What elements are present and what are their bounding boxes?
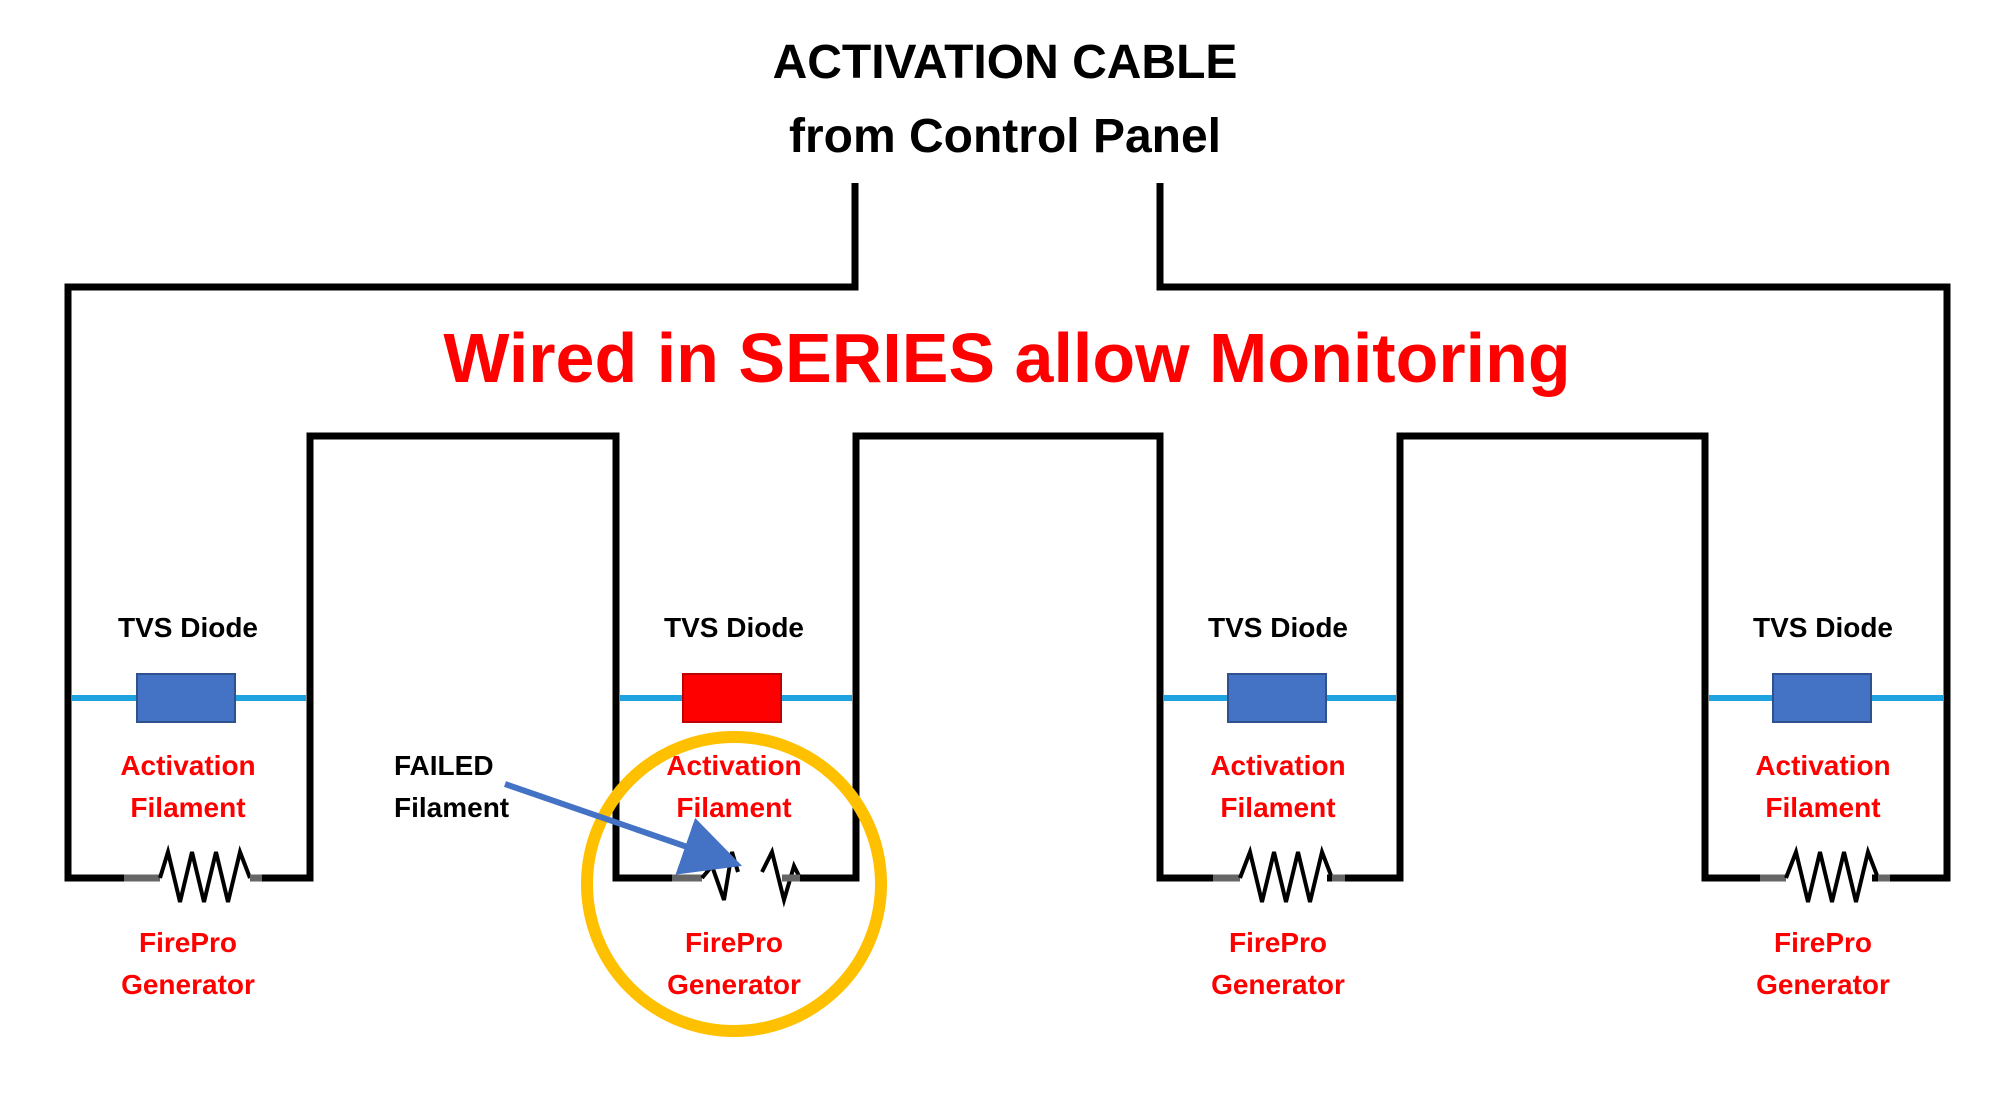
failed-callout-line-1: FAILED bbox=[394, 750, 494, 781]
filament-label-line-1: Activation bbox=[1210, 750, 1346, 781]
filament-resistor-icon bbox=[1213, 845, 1345, 903]
series-wire bbox=[1327, 432, 1762, 882]
series-wire bbox=[64, 183, 859, 882]
title-line-1: ACTIVATION CABLE bbox=[772, 36, 1238, 89]
broken-filament-icon bbox=[672, 846, 802, 908]
filament-resistor-icon bbox=[1760, 845, 1890, 903]
series-wire bbox=[782, 432, 1217, 882]
filament-label-line-1: Activation bbox=[666, 750, 802, 781]
series-wire bbox=[250, 432, 672, 882]
tvs-diode bbox=[682, 673, 782, 723]
title-line-2: from Control Panel bbox=[788, 110, 1222, 163]
generator-label-line-1: FirePro bbox=[684, 927, 784, 958]
filament-label-line-2: Filament bbox=[1765, 792, 1881, 823]
generator-label-line-1: FirePro bbox=[1228, 927, 1328, 958]
filament-label-line-2: Filament bbox=[1220, 792, 1336, 823]
tvs-diode-label: TVS Diode bbox=[1207, 612, 1348, 643]
tvs-diode-label: TVS Diode bbox=[663, 612, 804, 643]
failure-highlight-ring bbox=[581, 731, 887, 1037]
filament-label-line-2: Filament bbox=[676, 792, 792, 823]
generator-label-line-2: Generator bbox=[1211, 969, 1345, 1000]
subtitle: Wired in SERIES allow Monitoring bbox=[443, 319, 1571, 397]
generator-label-line-2: Generator bbox=[667, 969, 801, 1000]
filament-resistor-icon bbox=[124, 844, 262, 903]
filament-label-line-2: Filament bbox=[130, 792, 246, 823]
generator-label-line-2: Generator bbox=[121, 969, 255, 1000]
generator-label-line-2: Generator bbox=[1756, 969, 1890, 1000]
generator-label-line-1: FirePro bbox=[1773, 927, 1873, 958]
failed-callout-line-2: Filament bbox=[394, 792, 510, 823]
callout-arrow-icon bbox=[504, 781, 743, 875]
tvs-diode bbox=[1227, 673, 1327, 723]
generator-label-line-1: FirePro bbox=[138, 927, 238, 958]
filament-label-line-1: Activation bbox=[120, 750, 256, 781]
filament-label-line-1: Activation bbox=[1755, 750, 1891, 781]
tvs-diode-label: TVS Diode bbox=[1752, 612, 1893, 643]
tvs-diode-label: TVS Diode bbox=[117, 612, 258, 643]
tvs-diode bbox=[136, 673, 236, 723]
tvs-diode bbox=[1772, 673, 1872, 723]
series-wire bbox=[1156, 183, 1951, 882]
